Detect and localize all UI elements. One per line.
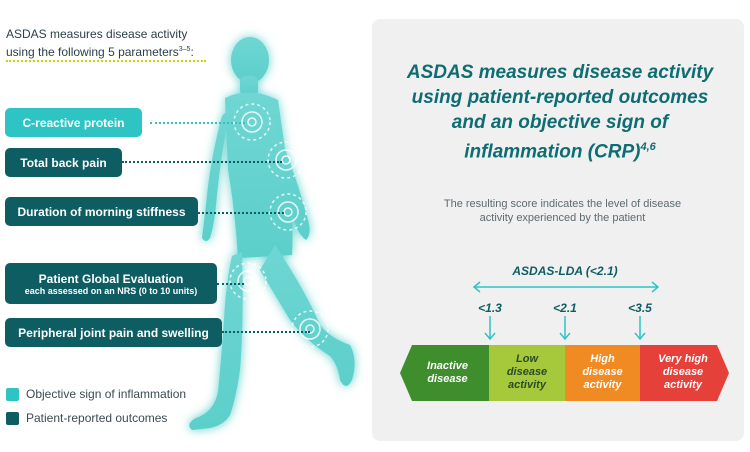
threshold-arrow-1 <box>484 316 496 341</box>
segment-low-label: Low disease activity <box>506 353 548 391</box>
panel-subtext: The resulting score indicates the level … <box>405 197 720 225</box>
legend-label-objective: Objective sign of inflammation <box>26 387 187 401</box>
connector-morning-stiffness <box>198 212 284 214</box>
subtext-line-2: activity experienced by the patient <box>479 212 646 224</box>
param-global-evaluation-label: Patient Global Evaluation <box>38 271 184 286</box>
threshold-label-1: <1.3 <box>478 301 502 315</box>
param-global-evaluation-sublabel: each assessed on an NRS (0 to 10 units) <box>24 285 198 296</box>
segment-high-label: High disease activity <box>582 353 623 391</box>
connector-global-eval <box>217 283 244 285</box>
segment-inactive-label: Inactive disease <box>427 360 468 385</box>
connector-crp <box>150 122 245 124</box>
segment-low-shape <box>489 345 565 401</box>
headline-superscript: 4,6 <box>640 141 656 153</box>
threshold-label-2: <2.1 <box>553 301 577 315</box>
walking-figure <box>189 37 355 430</box>
headline-line-3: and an objective sign of <box>451 112 669 133</box>
intro-text: ASDAS measures disease activity using th… <box>6 27 221 60</box>
param-global-evaluation: Patient Global Evaluation each assessed … <box>5 263 217 304</box>
activity-scale <box>400 281 729 401</box>
lda-range-arrow <box>472 281 660 293</box>
subtext-line-1: The resulting score indicates the level … <box>443 198 682 210</box>
param-joint-pain-label: Peripheral joint pain and swelling <box>18 325 209 340</box>
legend-label-patient: Patient-reported outcomes <box>26 411 168 425</box>
segment-very-high-label: Very high disease activity <box>658 353 708 391</box>
param-morning-stiffness-label: Duration of morning stiffness <box>17 204 186 219</box>
segment-inactive-shape <box>400 345 489 401</box>
legend-swatch-objective <box>6 388 19 401</box>
segment-very-high-shape <box>640 345 729 401</box>
param-crp: C-reactive protein <box>5 108 142 137</box>
headline-line-1: ASDAS measures disease activity <box>406 62 714 83</box>
param-back-pain-label: Total back pain <box>20 155 107 170</box>
threshold-label-3: <3.5 <box>628 301 652 315</box>
segment-high-shape <box>565 345 640 401</box>
intro-underline <box>6 60 206 62</box>
intro-superscript: 3–5 <box>178 46 191 53</box>
legend-swatch-patient <box>6 412 19 425</box>
panel-headline: ASDAS measures disease activity using pa… <box>385 60 735 164</box>
headline-line-4: inflammation (CRP) <box>464 141 641 163</box>
connector-back-pain <box>122 161 282 163</box>
connector-joint-pain <box>222 331 310 333</box>
intro-line-1: ASDAS measures disease activity <box>6 27 188 41</box>
asdas-lda-label: ASDAS-LDA (<2.1) <box>512 264 618 278</box>
param-morning-stiffness: Duration of morning stiffness <box>5 197 198 226</box>
threshold-arrow-3 <box>634 316 646 341</box>
threshold-arrow-2 <box>559 316 571 341</box>
param-crp-label: C-reactive protein <box>22 115 125 130</box>
param-joint-pain: Peripheral joint pain and swelling <box>5 318 222 347</box>
headline-line-2: using patient-reported outcomes <box>411 87 709 108</box>
param-back-pain: Total back pain <box>5 148 122 177</box>
intro-line-2: using the following 5 parameters <box>6 45 179 59</box>
intro-suffix: : <box>190 45 194 59</box>
